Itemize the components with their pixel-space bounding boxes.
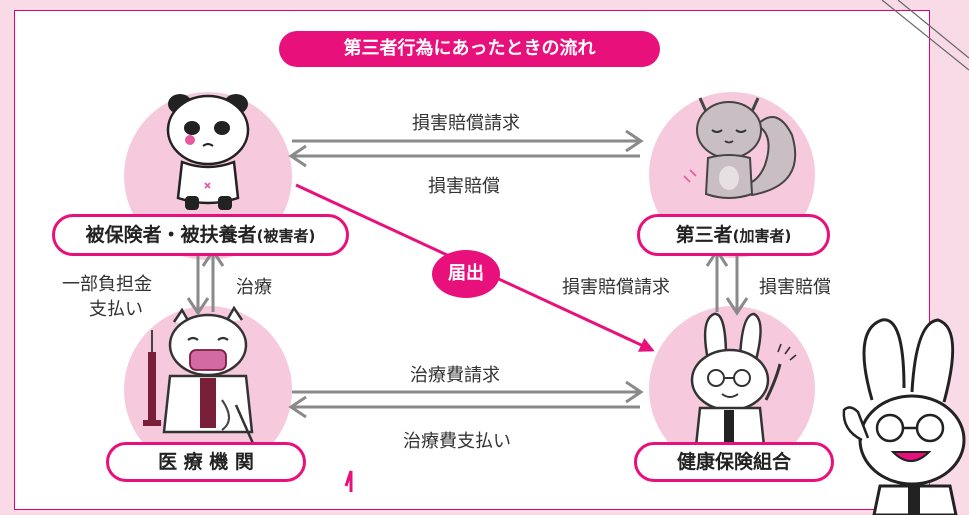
cat-doctor-character-icon: [143, 305, 257, 449]
arrow-third-pays-down: [725, 252, 749, 316]
node-third-party-main: 第三者: [675, 224, 733, 246]
label-claim-to-third: 損害賠償請求: [412, 113, 520, 134]
corner-decoration: [881, 0, 969, 71]
node-third-party-sub: (加害者): [732, 227, 792, 245]
rabbit-presenter-icon: [842, 318, 966, 515]
node-medical: 医 療 機 関: [106, 442, 306, 482]
label-partial-payment-1: 一部負担金: [62, 274, 152, 295]
squirrel-character-icon: [683, 97, 797, 199]
bottom-pink-mark: [344, 470, 353, 492]
node-medical-main: 医 療 機 関: [158, 451, 254, 473]
label-treatment: 治療: [236, 277, 272, 298]
label-treatment-cost-payment: 治療費支払い: [403, 431, 511, 452]
arrow-cost-claim-to-insurer: [292, 380, 644, 404]
diagram-title: 第三者行為にあったときの流れ: [279, 31, 660, 67]
arrow-compensation-to-insured: [288, 144, 640, 168]
node-insured-sub: (被害者): [256, 227, 316, 245]
arrow-insurer-claim-up: [705, 248, 729, 312]
arrow-cost-payment-to-medical: [288, 395, 640, 419]
arrow-payment-down: [186, 252, 210, 316]
label-third-pays-insurer: 損害賠償: [759, 277, 831, 298]
rabbit-glasses-character-icon: [690, 312, 797, 448]
node-insurer-main: 健康保険組合: [676, 451, 791, 473]
label-compensation-from-third: 損害賠償: [428, 176, 500, 197]
node-insurer: 健康保険組合: [634, 442, 834, 482]
node-third-party: 第三者(加害者): [637, 214, 830, 256]
node-insured-main: 被保険者・被扶養者: [85, 224, 257, 246]
label-treatment-cost-claim: 治療費請求: [410, 365, 500, 386]
node-insured: 被保険者・被扶養者(被害者): [52, 214, 349, 256]
arrow-claim-to-third-party: [292, 129, 644, 153]
report-badge: 届出: [432, 250, 500, 298]
panda-character-icon: [166, 94, 250, 210]
label-insurer-claim-third: 損害賠償請求: [562, 277, 670, 298]
label-partial-payment-2: 支払い: [89, 299, 143, 320]
